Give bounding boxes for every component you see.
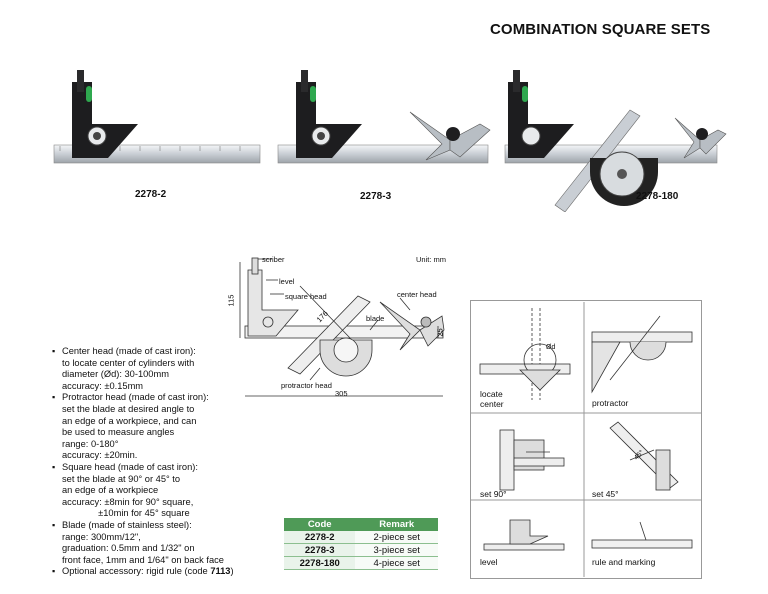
table-row: 2278-3 3-piece set — [284, 543, 438, 557]
label-center-head: center head — [397, 290, 437, 299]
product-image-2278-180 — [504, 70, 727, 212]
usage-label-protractor: protractor — [592, 398, 629, 408]
usage-label-set-90: set 90° — [480, 489, 507, 499]
product-image-2278-2 — [53, 70, 261, 164]
usage-label-level: level — [480, 557, 498, 567]
product-photos — [53, 70, 727, 212]
label-blade: blade — [366, 314, 385, 323]
dim-length: 305 — [335, 389, 348, 398]
label-level: level — [279, 277, 295, 286]
model-label: 2278-2 — [135, 189, 167, 200]
label-scriber: scriber — [262, 255, 285, 264]
dim-side: 25 — [435, 328, 445, 337]
table-header-row: Code Remark — [284, 518, 438, 531]
code-table: Code Remark 2278-2 2-piece set 2278-3 3-… — [284, 518, 438, 570]
feature-item: Center head (made of cast iron): to loca… — [52, 346, 272, 392]
unit-label: Unit: mm — [416, 255, 446, 264]
feature-item: Blade (made of stainless steel): range: … — [52, 520, 272, 566]
label-square-head: square head — [285, 292, 327, 301]
remark-cell: 2-piece set — [355, 531, 438, 544]
feature-item: Optional accessory: rigid rule (code 711… — [52, 566, 272, 578]
usage-label-rule-marking: rule and marking — [592, 557, 656, 567]
code-cell: 2278-2 — [284, 531, 356, 544]
feature-item: Square head (made of cast iron): set the… — [52, 462, 272, 520]
table-row: 2278-180 4-piece set — [284, 556, 438, 570]
usage-label-locate-center: locate center — [480, 389, 504, 409]
usage-label-set-45: set 45° — [592, 489, 619, 499]
feature-item: Protractor head (made of cast iron): set… — [52, 392, 272, 462]
dim-height: 115 — [226, 294, 236, 307]
model-label: 2278-180 — [636, 191, 679, 202]
table-row: 2278-2 2-piece set — [284, 531, 438, 544]
page-title: COMBINATION SQUARE SETS — [490, 21, 711, 38]
product-image-2278-3 — [277, 70, 491, 164]
label-protractor-head: protractor head — [281, 381, 332, 390]
usage-illustrations — [471, 302, 701, 577]
remark-cell: 4-piece set — [355, 556, 438, 570]
feature-list: Center head (made of cast iron): to loca… — [52, 346, 272, 578]
mark-diameter: Ød — [546, 344, 556, 351]
dimension-diagram — [239, 257, 445, 397]
model-label: 2278-3 — [360, 191, 392, 202]
column-header: Code — [284, 518, 356, 531]
code-cell: 2278-180 — [284, 556, 356, 570]
code-cell: 2278-3 — [284, 543, 356, 557]
column-header: Remark — [355, 518, 438, 531]
remark-cell: 3-piece set — [355, 543, 438, 557]
